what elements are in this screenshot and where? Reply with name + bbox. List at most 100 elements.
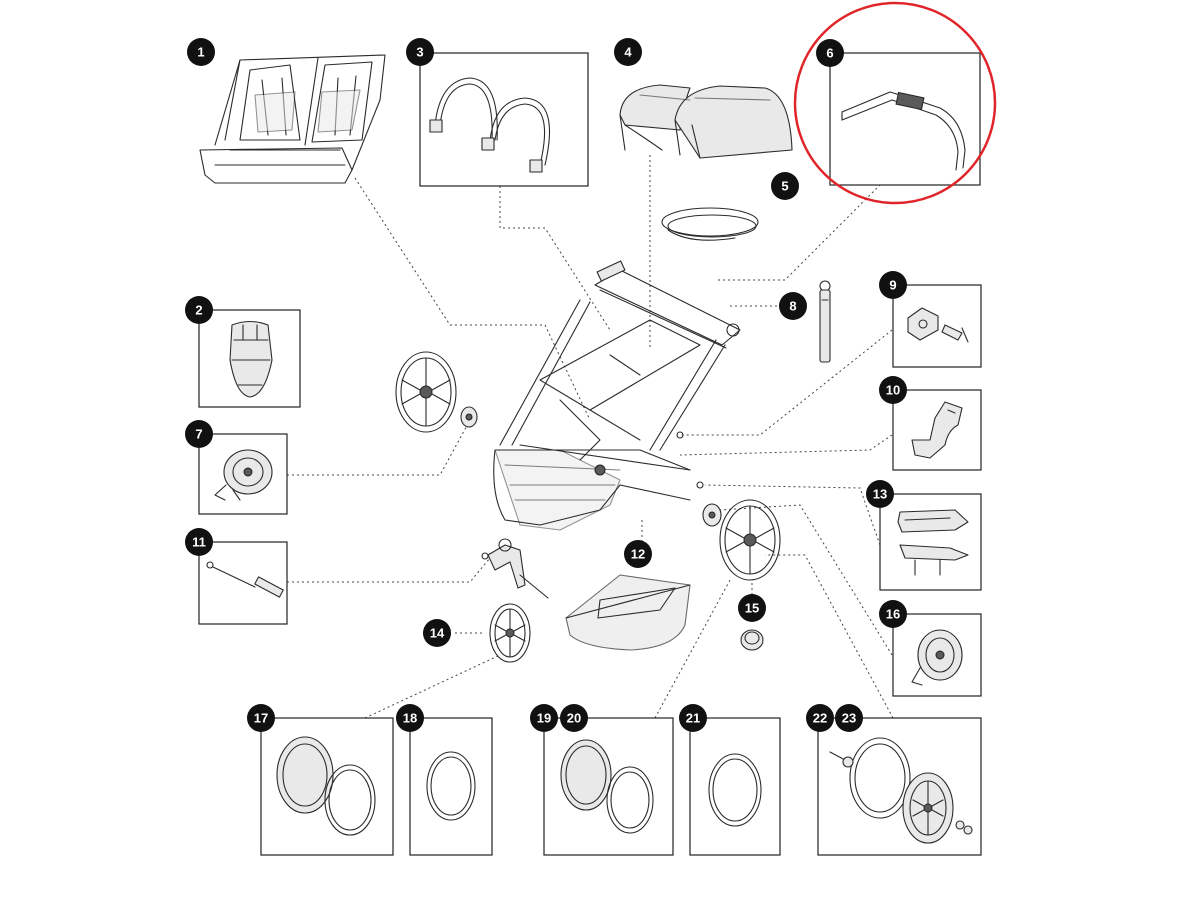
svg-text:13: 13 [873,487,887,502]
front-fork[interactable] [481,538,549,599]
svg-text:6: 6 [826,46,833,61]
badge-7[interactable]: 7 [185,420,213,448]
right-wheel-icon [719,499,781,581]
part-12-basket[interactable] [565,574,691,651]
part-6-frame [829,52,981,186]
svg-text:12: 12 [631,547,645,562]
part-3-harness[interactable] [419,52,589,187]
badge-2[interactable]: 2 [185,296,213,324]
svg-text:20: 20 [567,711,581,726]
part-15-cap[interactable] [740,629,764,651]
part-3-frame [419,52,589,187]
cord-icon [661,207,759,241]
rear-wheel-assembly-icon [829,737,973,844]
left-wheel[interactable] [395,351,478,433]
svg-text:15: 15 [745,601,759,616]
svg-text:1: 1 [197,45,204,60]
left-hub-icon [460,406,478,428]
right-wheel[interactable] [702,499,781,581]
badge-23[interactable]: 23 [835,704,863,732]
part-8-strap[interactable] [819,280,831,363]
part-17-tire[interactable] [260,717,394,856]
footrest-icon [897,509,969,576]
svg-text:19: 19 [537,711,551,726]
tube-icon [426,751,476,821]
bracket-icon [911,401,963,459]
part-22-23-frame [817,717,982,856]
axle-pin-icon [206,561,284,598]
svg-text:5: 5 [781,179,788,194]
badge-16[interactable]: 16 [879,600,907,628]
badge-19[interactable]: 19 [530,704,558,732]
svg-text:10: 10 [886,383,900,398]
part-21-tube[interactable] [689,717,781,856]
leader-lines [287,155,894,719]
part-7-brake[interactable] [198,433,288,515]
part-9-clip[interactable] [892,284,982,368]
rear-wheel-icon [395,351,457,433]
part-22-23-wheel[interactable] [817,717,982,856]
svg-text:17: 17 [254,711,268,726]
tube-icon-2 [708,753,762,827]
handlebar-icon [841,91,966,171]
storage-basket-icon [565,574,691,651]
badge-11[interactable]: 11 [185,528,213,556]
part-18-frame [409,717,493,856]
badge-4[interactable]: 4 [614,38,642,66]
part-4-canopy[interactable] [619,84,793,159]
highlight-ring [793,1,997,205]
stroller-frame[interactable] [493,260,741,531]
harness-straps-icon [429,77,551,173]
canopy-icon [619,84,793,159]
part-21-frame [689,717,781,856]
svg-text:14: 14 [430,626,445,641]
part-19-20-tire[interactable] [543,717,674,856]
part-5-cord[interactable] [661,207,759,241]
badge-18[interactable]: 18 [396,704,424,732]
badge-10[interactable]: 10 [879,376,907,404]
part-13-footrest[interactable] [879,493,982,591]
right-hub-icon [702,503,722,527]
badges: 1 3 4 6 5 2 8 9 10 7 13 11 12 15 16 14 1… [185,38,907,732]
clip-screw-icon [907,307,969,343]
tire-tube-icon-2 [560,739,654,834]
part-2-cover[interactable] [198,309,301,408]
svg-text:4: 4 [624,45,632,60]
badge-1[interactable]: 1 [187,38,215,66]
badge-8[interactable]: 8 [779,292,807,320]
badge-12[interactable]: 12 [624,540,652,568]
part-10-bracket[interactable] [892,389,982,471]
badge-5[interactable]: 5 [771,172,799,200]
stroller-frame-icon [493,260,741,531]
front-wheel-icon [489,603,531,663]
part-18-tube[interactable] [409,717,493,856]
wheel-cap-icon [740,629,764,651]
svg-text:7: 7 [195,427,202,442]
badge-3[interactable]: 3 [406,38,434,66]
svg-text:18: 18 [403,711,417,726]
badge-14[interactable]: 14 [423,619,451,647]
brake-hub-icon [214,449,273,501]
badge-13[interactable]: 13 [866,480,894,508]
badge-22[interactable]: 22 [806,704,834,732]
wrist-strap-icon [819,280,831,363]
svg-text:2: 2 [195,303,202,318]
part-16-hub[interactable] [892,613,982,697]
svg-text:21: 21 [686,711,700,726]
part-11-frame [198,541,288,625]
badge-20[interactable]: 20 [560,704,588,732]
badge-15[interactable]: 15 [738,594,766,622]
badge-6[interactable]: 6 [816,39,844,67]
svg-text:8: 8 [789,299,796,314]
badge-21[interactable]: 21 [679,704,707,732]
svg-text:9: 9 [889,278,896,293]
svg-text:22: 22 [813,711,827,726]
seat-cover-icon [229,320,273,398]
part-1-seat[interactable] [199,54,386,184]
part-6-handlebar[interactable] [793,1,997,205]
badge-17[interactable]: 17 [247,704,275,732]
front-fork-icon [481,538,549,599]
badge-9[interactable]: 9 [879,271,907,299]
part-14-front-wheel[interactable] [489,603,531,663]
part-11-axle[interactable] [198,541,288,625]
